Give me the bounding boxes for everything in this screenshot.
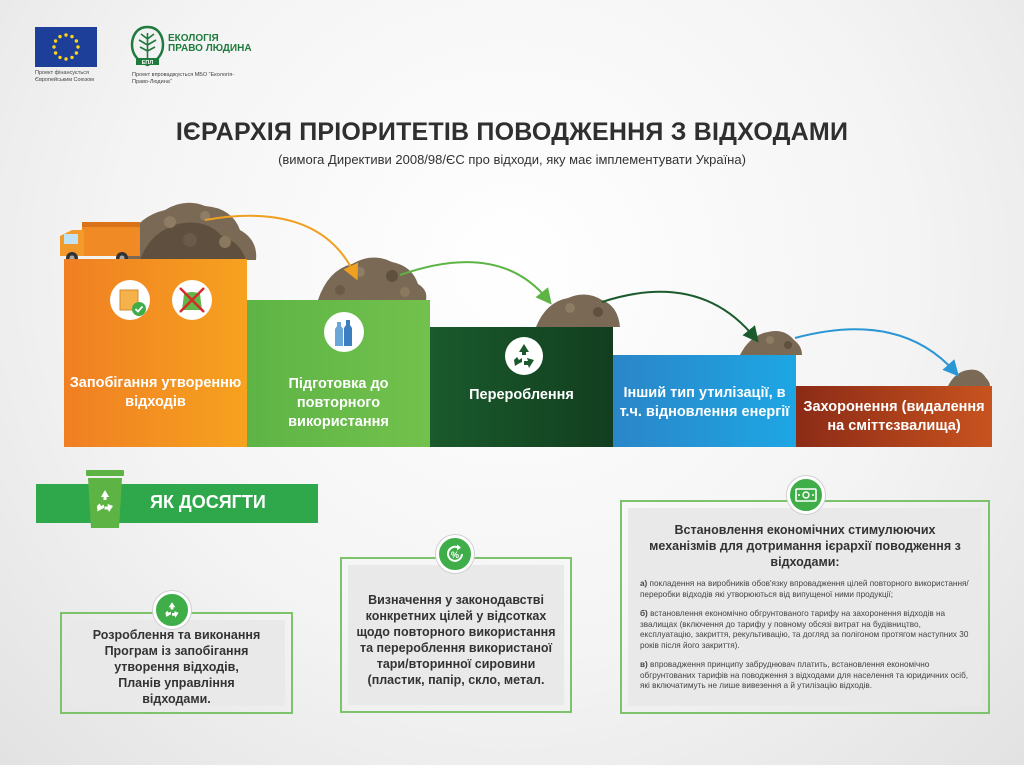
measure-box-body: Встановлення економічних стимулюючих мех… xyxy=(628,508,982,706)
flow-arrow xyxy=(399,261,552,305)
epl-caption: Проект впроваджується МБО "Екологія-Прав… xyxy=(132,72,235,85)
page-title: ІЄРАРХІЯ ПРІОРИТЕТІВ ПОВОДЖЕННЯ З ВІДХОД… xyxy=(175,118,849,146)
step-disposal: Захоронення (видалення на сміттєзвалища) xyxy=(796,386,992,447)
eu-star-icon xyxy=(76,45,80,49)
economic-item-a: а) покладення на виробників обов'язку вп… xyxy=(640,579,970,600)
epl-name: ЕКОЛОГІЯ ПРАВО ЛЮДИНА xyxy=(168,34,258,54)
epl-badge-text: ЕПЛ xyxy=(142,60,154,66)
measure-text: Визначення у законодавстві конкретних ці… xyxy=(356,593,556,687)
step-label: Захоронення (видалення на сміттєзвалища) xyxy=(803,398,985,434)
percent-cycle-icon: % xyxy=(436,535,474,573)
measure-text: Розроблення та виконання Програм із запо… xyxy=(92,628,261,706)
how-to-label: ЯК ДОСЯГТИ xyxy=(150,492,266,512)
economic-item-c: в) впровадження принципу забруднювач пла… xyxy=(640,660,970,692)
waste-pile-icon xyxy=(120,202,257,260)
epl-name-line2: ПРАВО ЛЮДИНА xyxy=(168,43,252,54)
measure-box-economic: Встановлення економічних стимулюючих мех… xyxy=(620,500,990,714)
eu-star-icon xyxy=(52,45,56,49)
item-text: впровадження принципу забруднювач платит… xyxy=(640,660,969,690)
svg-text:%: % xyxy=(451,550,459,560)
page-subtitle: (вимога Директиви 2008/98/ЄС про відходи… xyxy=(278,152,746,167)
measure-box-body: Визначення у законодавстві конкретних ці… xyxy=(348,565,564,705)
eu-star-icon xyxy=(70,55,74,60)
no-plastic-bag-icon xyxy=(170,278,214,327)
eu-caption: Проект фінансується Європейським Союзом xyxy=(35,70,94,83)
economic-title: Встановлення економічних стимулюючих мех… xyxy=(649,523,961,569)
flow-arrow xyxy=(794,328,959,377)
hierarchy-decoration xyxy=(60,202,990,386)
step-energy-recovery: Інший тип утилізації, в т.ч. відновлення… xyxy=(613,355,796,447)
eu-star-icon xyxy=(74,39,79,43)
economic-item-b: б) встановлення економічно обгрунтованог… xyxy=(640,609,970,651)
money-icon xyxy=(787,476,825,514)
recycle-icon xyxy=(153,591,191,629)
recycle-bin-icon xyxy=(80,466,130,532)
waste-pile-icon xyxy=(318,257,427,300)
measure-box-targets: Визначення у законодавстві конкретних ці… xyxy=(340,557,572,713)
eu-star-icon xyxy=(58,55,62,60)
step-label: Підготовка до повторного використання xyxy=(288,376,389,430)
eu-star-icon xyxy=(70,34,74,39)
eu-star-icon xyxy=(74,51,79,55)
item-marker: в) xyxy=(640,660,648,669)
eu-star-icon xyxy=(64,33,68,37)
eu-star-icon xyxy=(58,34,62,39)
how-to-banner xyxy=(36,484,318,523)
step-label: Перероблення xyxy=(469,386,574,403)
waste-pile-icon xyxy=(536,294,620,327)
measure-box-body: Розроблення та виконання Програм із запо… xyxy=(68,620,285,706)
eu-star-icon xyxy=(53,51,58,55)
flow-arrow xyxy=(204,214,359,281)
item-text: встановлення економічно обгрунтованого т… xyxy=(640,609,969,650)
eu-flag-icon xyxy=(35,27,97,67)
epl-name-line1: ЕКОЛОГІЯ xyxy=(168,33,219,44)
flow-arrow xyxy=(601,290,759,343)
garbage-truck-icon xyxy=(60,222,140,264)
step-prevention: Запобігання утворенню відходів xyxy=(64,259,247,447)
waste-pile-icon xyxy=(740,331,802,355)
step-label: Інший тип утилізації, в т.ч. відновлення… xyxy=(619,385,790,420)
box-check-icon xyxy=(108,278,152,327)
item-text: покладення на виробників обов'язку впров… xyxy=(640,579,969,599)
eu-star-icon xyxy=(64,57,68,61)
item-marker: а) xyxy=(640,579,648,588)
step-label: Запобігання утворенню відходів xyxy=(69,375,242,410)
bottles-icon xyxy=(322,310,366,359)
eu-star-icon xyxy=(53,39,58,43)
recycle-icon xyxy=(504,336,544,381)
item-marker: б) xyxy=(640,609,648,618)
epl-logo-icon: ЕПЛ xyxy=(130,25,165,67)
